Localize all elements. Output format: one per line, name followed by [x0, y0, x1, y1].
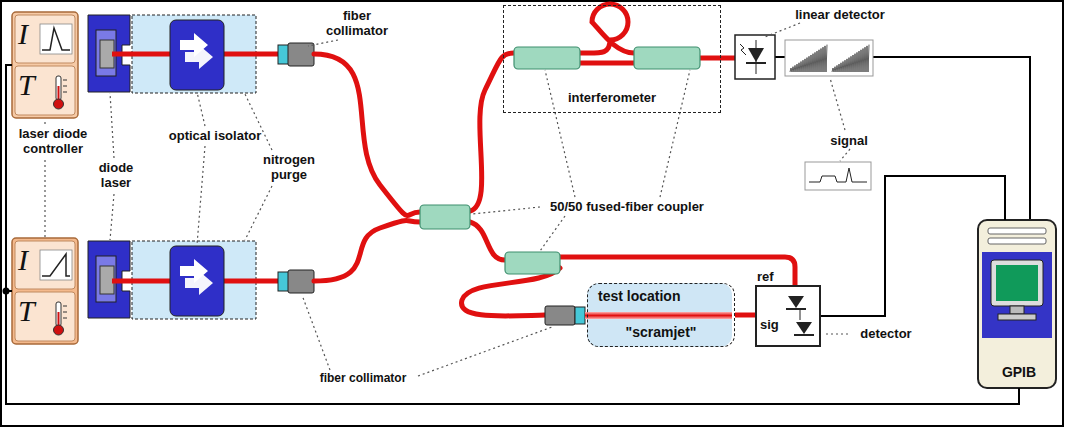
node-text: interferometer [504, 90, 720, 106]
laser-diode-controller: IT [12, 238, 78, 344]
callout-label: nitrogen purge [256, 152, 322, 182]
node-text: T [18, 295, 35, 327]
detector-box: refsig [755, 285, 821, 347]
node-text: T [18, 69, 35, 101]
linear-detector [735, 35, 775, 79]
leader-line [45, 23, 850, 376]
signal-wire [821, 176, 1005, 316]
node-text: GPIB [978, 364, 1060, 380]
node-text: ref [757, 269, 774, 285]
fiber-coupler [420, 47, 700, 274]
interferometer-box: interferometer [503, 5, 721, 113]
callout-label: 50/50 fused-fiber coupler [530, 199, 724, 214]
laser-diode-controller [12, 238, 78, 344]
test-location-box: test location "scramjet" [587, 283, 735, 347]
node-text: "scramjet" [588, 324, 734, 340]
node-text: test location [598, 288, 680, 304]
signal-wire [6, 65, 1019, 404]
callout-label: fiber collimator [320, 8, 394, 38]
laser-isolator-top [88, 15, 314, 93]
signal-waveform [785, 40, 873, 190]
callout-label: laser diode controller [10, 126, 96, 156]
callout-label: fiber collimator [300, 371, 426, 386]
node-text: I [18, 244, 28, 276]
callout-label: signal [822, 133, 876, 148]
optical-fiber [314, 4, 795, 316]
balanced-detector [755, 285, 821, 347]
laser-diode-controller [12, 12, 78, 118]
callout-label: detector [850, 326, 922, 341]
gpib-computer: GPIB [978, 220, 1060, 388]
signal-wire [775, 57, 1030, 220]
laser-isolator-bottom [88, 241, 314, 319]
gpib-computer [978, 220, 1056, 388]
callout-label: diode laser [90, 160, 142, 190]
laser-beam [735, 313, 755, 318]
callout-label: optical isolator [150, 128, 280, 143]
node-text: I [18, 18, 28, 50]
laser-diode-controller: IT [12, 12, 78, 118]
signal-wire [6, 291, 1019, 404]
callout-label: linear detector [778, 7, 902, 22]
node-text: sig [760, 317, 779, 333]
